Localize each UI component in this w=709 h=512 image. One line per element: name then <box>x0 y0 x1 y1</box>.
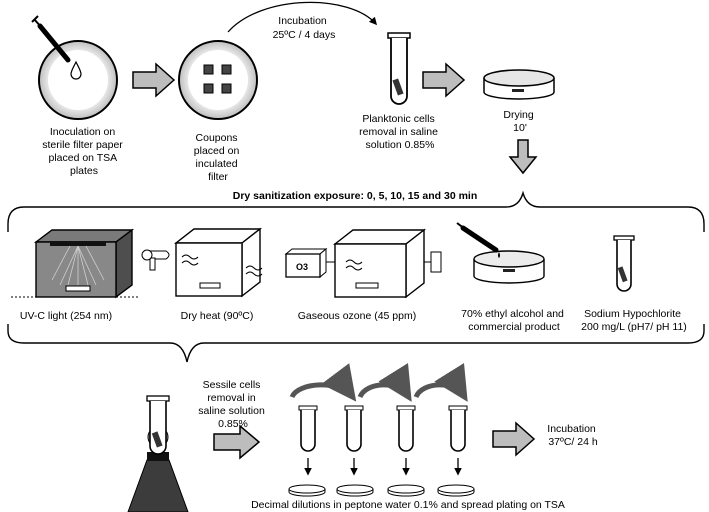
method-label-uvc: UV-C light (254 nm) <box>20 310 112 322</box>
dilution-tube <box>298 405 318 452</box>
ozone-chamber-icon <box>332 228 442 299</box>
dilutions-caption: Decimal dilutions in peptone water 0.1% … <box>251 499 565 511</box>
svg-text:Sessile cells removal in: Sessile cells removal in saline solution… <box>198 379 267 430</box>
inoculation-label-3: placed on TSA <box>48 152 117 164</box>
transfer-arrow <box>357 362 412 402</box>
vortex-mixer-icon <box>127 395 189 512</box>
svg-text:Sodium Hypochlorite 200 mg: Sodium Hypochlorite 200 mg/L (pH7/ pH 11… <box>581 308 687 333</box>
dilution-tube <box>344 405 364 452</box>
ozone-generator-icon: O3 <box>284 247 335 279</box>
exposure-heading: Dry sanitization exposure: 0, 5, 10, 15 … <box>233 190 478 202</box>
coupons-label-2: placed on <box>194 145 240 157</box>
drying-label-2: 10' <box>513 122 527 134</box>
drying-label-1: Drying <box>503 109 534 121</box>
sessile-label-3: saline solution <box>198 405 265 417</box>
planktonic-label-3: solution 0.85% <box>366 139 435 151</box>
dry-heat-oven-icon <box>173 227 263 298</box>
agar-plate <box>336 484 374 497</box>
svg-text:Planktonic cells removal i: Planktonic cells removal in saline solut… <box>359 113 441 151</box>
method-label-ethanol-2: commercial product <box>468 321 560 333</box>
step-arrow <box>132 62 176 98</box>
coupons-plate <box>178 40 258 120</box>
ethanol-dish-icon <box>456 222 545 284</box>
dilution-series <box>288 405 475 497</box>
transfer-arrow <box>413 362 468 402</box>
method-label-dry-heat: Dry heat (90ºC) <box>181 310 254 322</box>
sessile-label-4: 0.85% <box>218 418 248 430</box>
agar-plate <box>288 484 326 497</box>
down-arrow <box>508 139 538 175</box>
inoculation-label-1: Inoculation on <box>50 126 116 138</box>
incubation-bottom-label-1: Incubation <box>547 423 596 435</box>
svg-text:Incubation 37ºC/ 24 h: Incubation 37ºC/ 24 h <box>547 423 598 448</box>
inoculation-label-4: plates <box>70 165 98 177</box>
inoculation-label-2: sterile filter paper <box>42 139 123 151</box>
bottom-brace <box>7 324 705 363</box>
dilution-tube <box>448 405 468 452</box>
svg-text:Incubation 25ºC / 4 days: Incubation 25ºC / 4 days <box>273 15 336 41</box>
transfer-arrows <box>289 362 468 402</box>
ozone-symbol: O3 <box>296 262 308 272</box>
step-arrow <box>492 421 536 457</box>
step-arrow <box>422 62 466 98</box>
agar-plate <box>387 484 425 497</box>
method-label-hypochlorite-1: Sodium Hypochlorite <box>584 308 681 320</box>
hypochlorite-tube-icon <box>613 235 635 292</box>
planktonic-label-1: Planktonic cells <box>362 113 434 125</box>
svg-text:Inoculation on sterile fil: Inoculation on sterile filter paper plac… <box>42 126 125 177</box>
petri-dish-icon <box>483 69 555 100</box>
incubation-top-label-2: 25ºC / 4 days <box>273 29 336 41</box>
sessile-label-2: removal in <box>207 392 256 404</box>
method-label-hypochlorite-2: 200 mg/L (pH7/ pH 11) <box>581 321 687 333</box>
incubation-arc <box>227 1 378 33</box>
svg-text:Coupons placed on incu: Coupons placed on inculated filter <box>194 132 242 183</box>
inoculation-plate <box>38 40 118 120</box>
coupons-label-4: filter <box>208 171 228 183</box>
incubation-bottom-label-2: 37ºC/ 24 h <box>548 436 598 448</box>
planktonic-label-2: removal in saline <box>359 126 438 138</box>
sessile-label-1: Sessile cells <box>203 379 261 391</box>
dilution-tube <box>396 405 416 452</box>
hair-dryer-icon <box>141 249 170 271</box>
method-label-ozone: Gaseous ozone (45 ppm) <box>298 310 416 322</box>
pipette-icon <box>31 15 82 80</box>
agar-plate <box>437 484 475 497</box>
uvc-cabinet-icon <box>11 228 140 299</box>
method-label-ethanol-1: 70% ethyl alcohol and <box>461 308 564 320</box>
top-brace <box>7 190 705 232</box>
svg-text:Drying 10': Drying 10' <box>503 109 536 134</box>
test-tube-icon <box>387 32 411 105</box>
transfer-arrow <box>289 363 357 402</box>
coupons-label-3: inculated <box>196 158 238 170</box>
step-arrow <box>213 424 261 460</box>
coupons-label-1: Coupons <box>196 132 238 144</box>
incubation-top-label-1: Incubation <box>278 15 327 27</box>
svg-text:70% ethyl alcohol and comm: 70% ethyl alcohol and commercial product <box>461 308 567 333</box>
